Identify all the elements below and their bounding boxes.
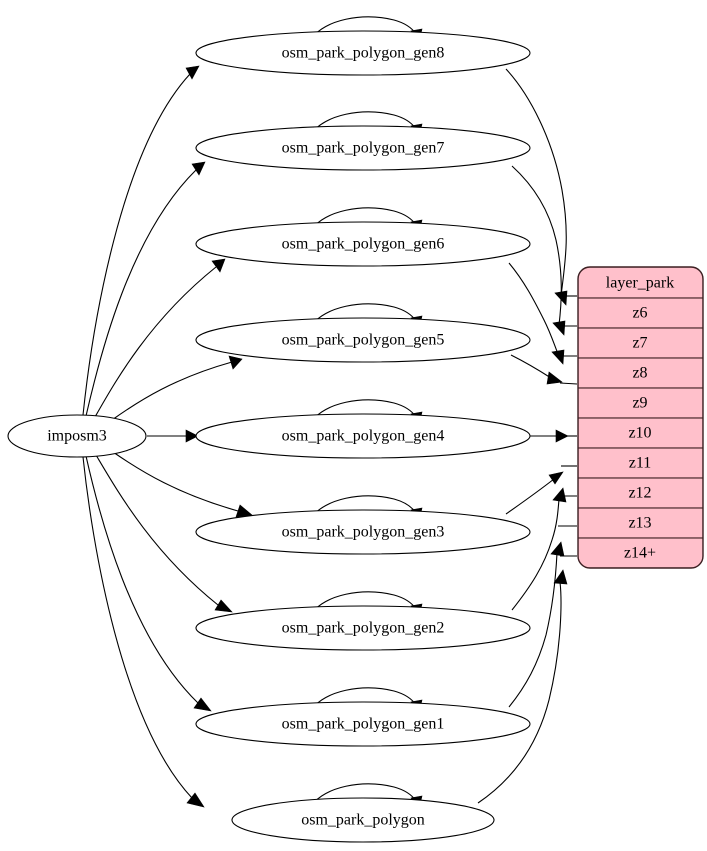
arrowhead-imposm3-gen4 [185,429,199,443]
table-label-z14plus: z14+ [624,545,656,562]
table-label-z13: z13 [628,515,651,532]
table-row-z6[interactable] [578,297,703,329]
gen1-ellipse[interactable] [195,701,531,747]
gen2-label: osm_park_polygon_gen2 [282,620,445,637]
table-label-z8: z8 [632,365,647,382]
gen8-ellipse[interactable] [195,30,531,76]
arrowhead-base-z14 [553,569,568,585]
gen4-label: osm_park_polygon_gen4 [282,428,445,445]
table-label-z12: z12 [628,485,651,502]
self-loop-gen6 [311,207,417,230]
edge-gen1-to-z13 [508,552,558,708]
edge-gen5-z9-tail [559,382,578,385]
arrowhead-gen2-z12 [552,487,567,503]
edge-imposm3-to-gen5 [111,361,233,421]
node-gen5[interactable]: osm_park_polygon_gen5 [195,317,531,363]
table-label-z6: z6 [632,305,647,322]
gen2-ellipse[interactable] [195,605,531,651]
table-title: layer_park [606,275,674,292]
gen8-label: osm_park_polygon_gen8 [282,45,445,62]
edge-imposm3-to-gen8 [82,73,191,416]
node-imposm3[interactable]: imposm3 [7,414,147,458]
gen5-ellipse[interactable] [195,317,531,363]
gen5-label: osm_park_polygon_gen5 [282,332,445,349]
edge-imposm3-to-gen6 [94,266,217,418]
self-loop-gen1 [311,687,417,710]
arrowhead-imposm3-gen5 [228,355,243,370]
imposm3-ellipse[interactable] [7,414,147,458]
node-gen8[interactable]: osm_park_polygon_gen8 [195,30,531,76]
gen7-label: osm_park_polygon_gen7 [282,140,445,157]
arrowhead-imposm3-base [186,792,205,808]
edge-imposm3-to-gen7 [85,169,197,417]
node-gen7[interactable]: osm_park_polygon_gen7 [195,125,531,171]
gen3-ellipse[interactable] [195,509,531,555]
arrowhead-gen4-z10 [555,429,569,443]
edge-imposm3-to-base [82,456,193,799]
node-gen6[interactable]: osm_park_polygon_gen6 [195,221,531,267]
node-gen3[interactable]: osm_park_polygon_gen3 [195,509,531,555]
table-label-z11: z11 [629,455,652,472]
arrowhead-gen5-z9 [546,371,563,385]
self-loop-gen4 [311,399,417,422]
table-row-z9[interactable] [578,387,703,419]
arrowhead-gen3-z11 [548,471,564,485]
table-row-z7[interactable] [578,327,703,359]
gen7-ellipse[interactable] [195,125,531,171]
node-base[interactable]: osm_park_polygon [231,797,495,843]
gen1-label: osm_park_polygon_gen1 [282,716,445,733]
base-ellipse[interactable] [231,797,495,843]
self-loop-gen8 [311,16,417,39]
arrowhead-imposm3-gen1 [193,697,212,712]
edges-source-to-nodes [82,65,253,808]
arrowhead-imposm3-gen6 [211,258,226,273]
gen6-ellipse[interactable] [195,221,531,267]
node-gen2[interactable]: osm_park_polygon_gen2 [195,605,531,651]
arrowhead-gen6-z8 [551,349,565,365]
arrowhead-gen7-z7 [552,320,566,336]
table-border [577,266,704,569]
layer-park-table[interactable]: layer_park z6 z7 z8 z9 z10 z11 z12 z13 z… [577,266,704,569]
self-loop-gen5 [311,303,417,326]
table-row-z13[interactable] [578,507,703,539]
edge-base-to-z14 [477,581,562,804]
gen3-label: osm_park_polygon_gen3 [282,524,445,541]
node-gen4[interactable]: osm_park_polygon_gen4 [195,413,531,459]
edge-gen3-to-z11 [505,478,555,515]
generalization-nodes: osm_park_polygon_gen8 osm_park_polygon_g… [195,30,531,843]
table-label-z7: z7 [632,335,647,352]
arrowhead-imposm3-gen8 [185,65,200,80]
edges-nodes-to-table [477,68,578,804]
arrowhead-gen1-z13 [550,541,565,557]
table-label-z9: z9 [632,395,647,412]
edge-imposm3-to-gen1 [85,455,199,704]
edge-gen2-to-z12 [511,498,560,611]
table-row-z14plus[interactable] [578,537,703,568]
base-label: osm_park_polygon [301,812,425,829]
node-gen1[interactable]: osm_park_polygon_gen1 [195,701,531,747]
edge-gen6-to-z8 [508,262,559,355]
edge-gen5-to-z9 [510,354,552,379]
imposm3-label: imposm3 [47,428,107,445]
arrowhead-imposm3-gen2 [214,599,233,613]
self-loop-base [311,783,417,806]
self-loop-gen3 [311,495,417,518]
edge-imposm3-to-gen3 [112,451,239,512]
edge-gen8-to-z6 [505,68,567,297]
self-loop-gen2 [311,591,417,614]
edge-imposm3-to-gen2 [95,454,219,606]
table-row-z12[interactable] [578,477,703,509]
self-loop-gen7 [311,111,417,134]
edge-gen7-to-z7 [511,165,562,326]
gen4-ellipse[interactable] [195,413,531,459]
arrowhead-imposm3-gen3 [235,504,253,518]
arrowhead-imposm3-gen7 [191,161,206,176]
gen6-label: osm_park_polygon_gen6 [282,236,445,253]
table-label-z10: z10 [628,425,651,442]
